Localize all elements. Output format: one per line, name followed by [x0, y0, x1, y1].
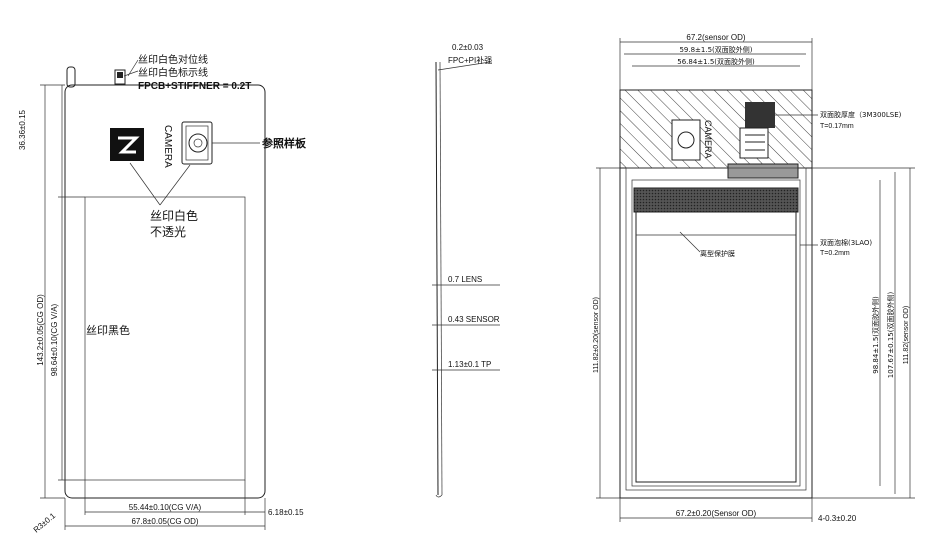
- side-view: 0.2±0.03 FPC+PI补强 0.7 LENS 0.43 SENSOR 1…: [432, 43, 500, 498]
- dim-va-width: 55.44±0.10(CG V/A): [129, 503, 202, 512]
- dim-od-width: 67.8±0.05(CG OD): [131, 517, 198, 526]
- back-connector: [745, 102, 775, 128]
- dim-right-gap: 6.18±0.15: [268, 508, 304, 517]
- side-tp: 1.13±0.1 TP: [448, 360, 491, 369]
- side-lens: 0.7 LENS: [448, 275, 482, 284]
- double-tape-thickness: 双面胶厚度（3M300LSE): [820, 110, 902, 119]
- back-view: CAMERA 67.2(sensor OD) 59.8±1.5(双面胶外侧) 5…: [593, 33, 915, 523]
- silk-white-label: 丝印白色: [150, 208, 198, 223]
- back-tape-hatch: [619, 89, 813, 169]
- fpcb-stiffener-label: FPCB+STIFFNER = 0.2T: [138, 81, 251, 92]
- dim-top-height: 36.36±0.15: [18, 109, 27, 150]
- dim-bottom-gap: 4-0.3±0.20: [818, 514, 857, 523]
- front-fpc-tab: [114, 69, 126, 85]
- foam-t: T=0.2mm: [820, 250, 850, 257]
- dim-total-height: 143.2±0.05(CG OD): [36, 294, 45, 366]
- dim-tape-outer-height: 107.67±0.15(双面胶外侧): [886, 292, 895, 379]
- dim-va-height: 98.64±0.10(CG V/A): [50, 303, 59, 376]
- back-protect-film-area: [635, 211, 797, 483]
- tape-t: T=0.17mm: [820, 123, 854, 130]
- dim-tape-inner-height: 98.84±1.5(双面胶外侧): [871, 296, 880, 374]
- back-camera-module: [671, 119, 701, 161]
- camera-lens-icon: [188, 133, 208, 153]
- dim-bottom-width: 67.2±0.20(Sensor OD): [676, 509, 757, 518]
- side-sensor: 0.43 SENSOR: [448, 315, 500, 324]
- silk-white-align-label: 丝印白色对位线: [138, 53, 208, 66]
- side-fpc-pi: FPC+PI补强: [448, 55, 492, 65]
- back-dense-band: [633, 187, 799, 213]
- silk-black-label: 丝印黑色: [86, 323, 130, 337]
- side-thickness-top: 0.2±0.03: [452, 43, 484, 52]
- back-camera-label: CAMERA: [703, 120, 713, 159]
- front-visible-area: [84, 196, 246, 481]
- dim-tape-outer1: 59.8±1.5(双面胶外侧): [679, 45, 752, 54]
- front-fpc-mark: [117, 72, 123, 78]
- opaque-label: 不透光: [150, 225, 186, 239]
- front-glass-outline: [64, 84, 266, 499]
- front-view: CAMERA 丝印白色对位线 丝印白色标示线 FPCB+STIFFNER = 0…: [18, 53, 307, 535]
- dim-sensor-height: 111.82±0.20(sensor OD): [593, 297, 600, 373]
- dim-sensor-od: 67.2(sensor OD): [686, 33, 745, 42]
- logo-icon: [110, 128, 144, 161]
- dim-sensor-height-right: 111.82(sensor OD): [903, 306, 910, 365]
- reference-sample-label: 参照样板: [262, 136, 307, 150]
- dim-tape-outer2: 56.84±1.5(双面胶外侧): [677, 57, 755, 66]
- foam-tape: 双面泡棉(3LAO): [820, 238, 872, 247]
- front-camera-label: CAMERA: [162, 125, 173, 168]
- front-flex-tail: [66, 66, 76, 88]
- dim-corner: R3±0.1: [32, 511, 58, 535]
- back-camera-lens-icon: [677, 131, 695, 149]
- silk-white-mark-label: 丝印白色标示线: [138, 66, 208, 79]
- protect-film-label: 离型保护膜: [700, 249, 735, 258]
